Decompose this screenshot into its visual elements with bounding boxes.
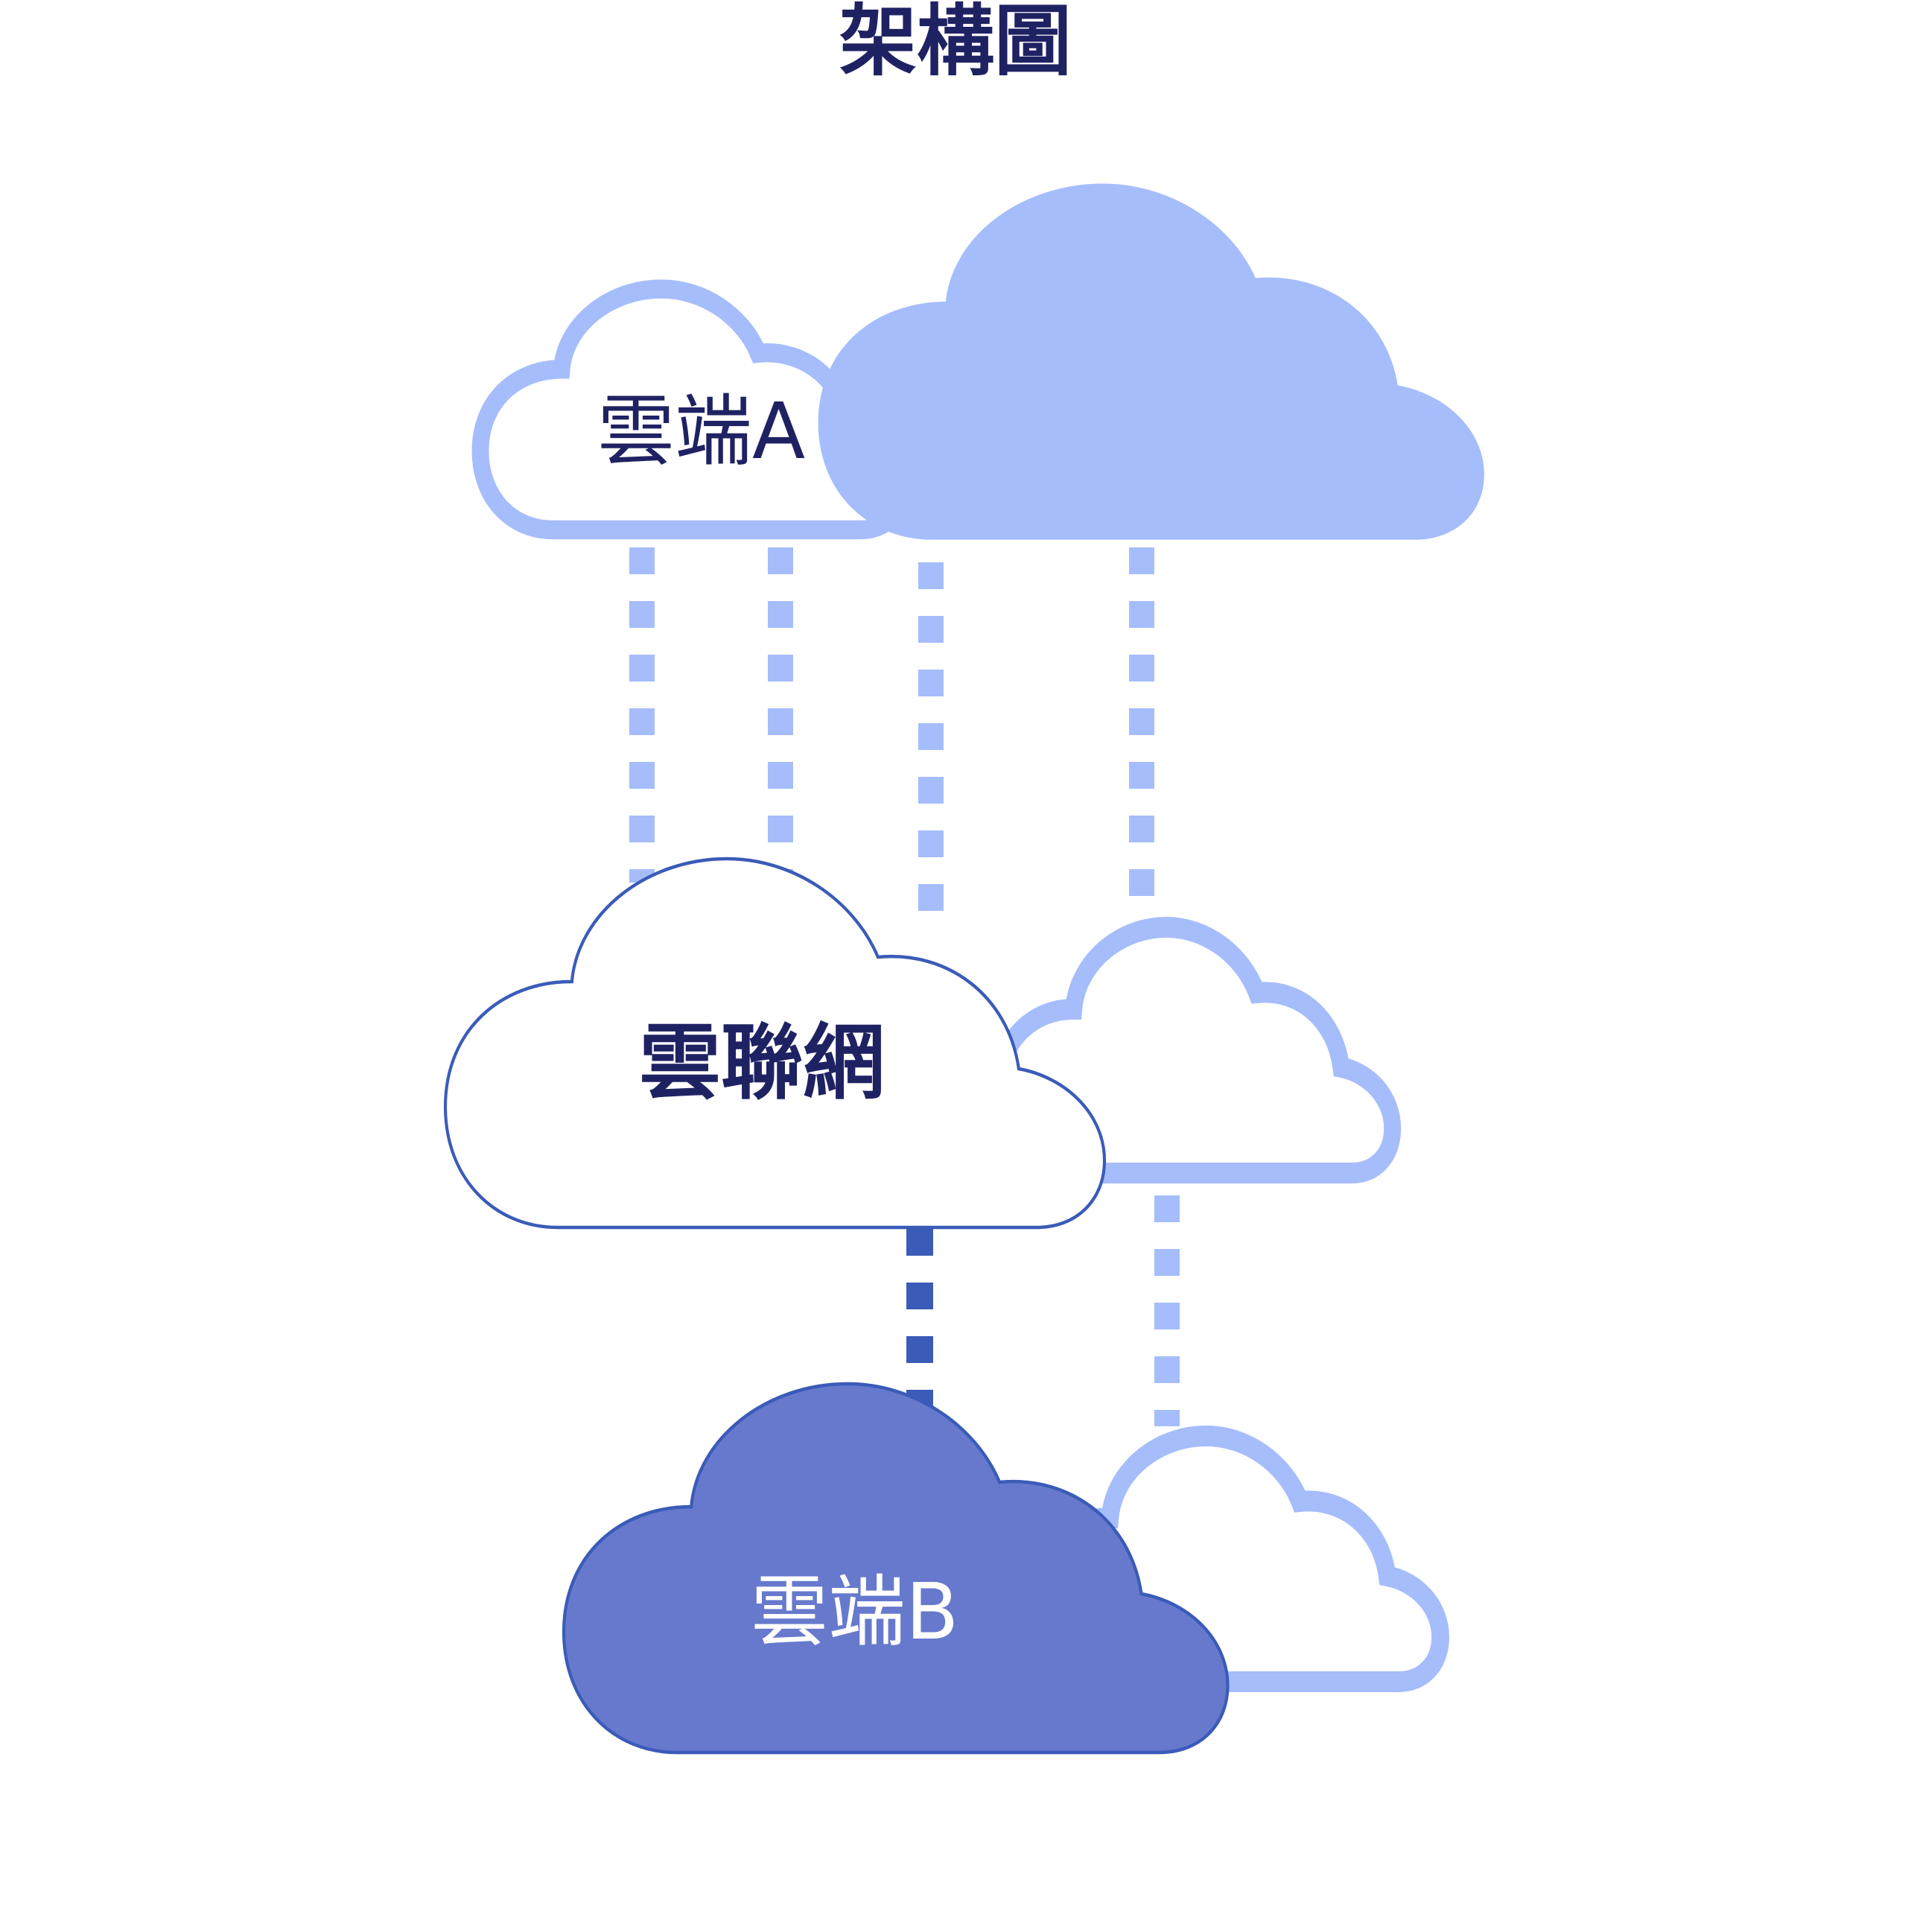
cloud-b-label: 雲端B: [751, 1566, 958, 1657]
diagram-title: 架構圖: [839, 0, 1072, 86]
cloud-a-label: 雲端A: [597, 386, 805, 477]
links-top: [629, 547, 1154, 920]
cloud-filled-top: [818, 183, 1484, 540]
cloud-interconnect-label: 雲聯網: [639, 1015, 885, 1110]
links-bottom: [906, 1195, 1180, 1426]
